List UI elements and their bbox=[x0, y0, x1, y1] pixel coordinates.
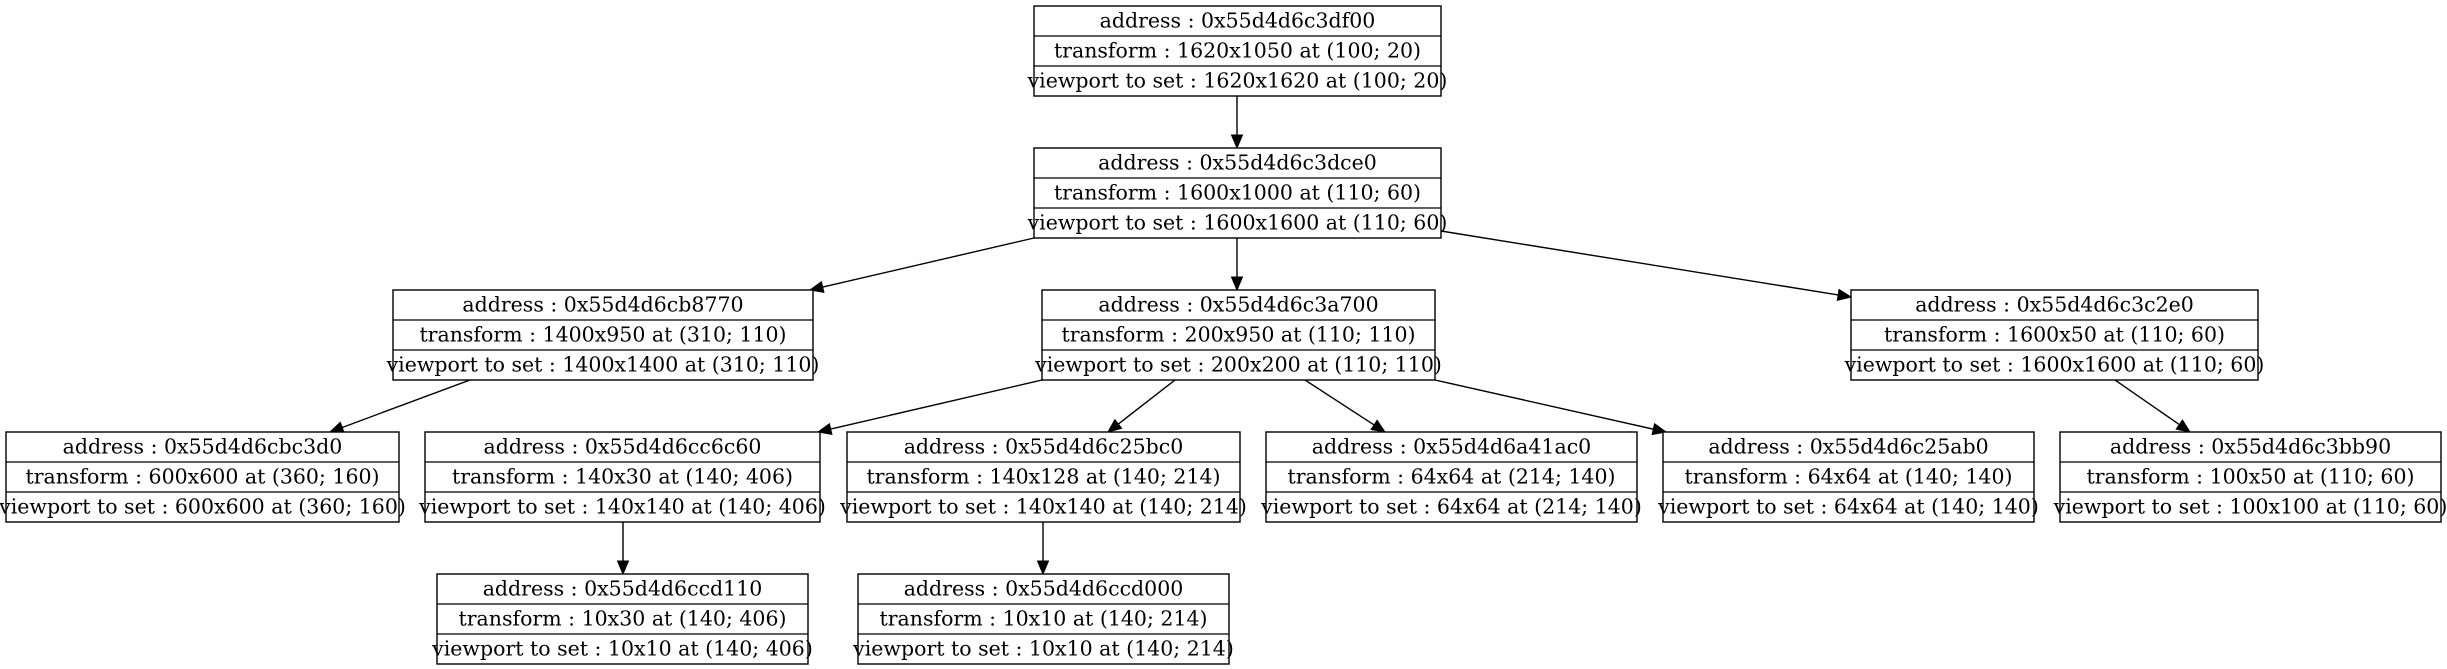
edge-line bbox=[830, 379, 1043, 430]
edges-layer bbox=[328, 96, 2192, 576]
edge-line bbox=[1117, 379, 1176, 425]
edge-line bbox=[2114, 379, 2180, 426]
arrowhead-icon bbox=[328, 421, 345, 434]
node-viewport-label: viewport to set : 1600x1600 at (110; 60) bbox=[1844, 353, 2265, 377]
edge-n3dce0-to-ncb8770 bbox=[808, 237, 1035, 294]
edge-n3a700-to-n25ab0 bbox=[1434, 379, 1668, 436]
node-address-label: address : 0x55d4d6c25ab0 bbox=[1708, 435, 1988, 459]
node-viewport-label: viewport to set : 64x64 at (214; 140) bbox=[1260, 495, 1642, 519]
node-n25bc0: address : 0x55d4d6c25bc0 transform : 140x… bbox=[839, 431, 1247, 523]
edge-line bbox=[1304, 379, 1375, 426]
node-address-label: address : 0x55d4d6c3c2e0 bbox=[1915, 293, 2194, 317]
edge-n3c2e0-to-n3bb90 bbox=[2114, 379, 2192, 433]
node-ncc6c60: address : 0x55d4d6cc6c60 transform : 140x… bbox=[418, 431, 826, 523]
arrowhead-icon bbox=[1230, 276, 1244, 292]
node-transform-label: transform : 1600x1000 at (110; 60) bbox=[1054, 181, 1421, 205]
edge-n3dce0-to-n3a700 bbox=[1230, 238, 1244, 292]
node-address-label: address : 0x55d4d6ccd000 bbox=[904, 577, 1184, 601]
edge-line bbox=[341, 379, 471, 429]
node-n3df00: address : 0x55d4d6c3df00 transform : 1620… bbox=[1027, 5, 1448, 97]
arrowhead-icon bbox=[1836, 288, 1853, 302]
node-viewport-label: viewport to set : 1400x1400 at (310; 110… bbox=[386, 353, 820, 377]
node-n3c2e0: address : 0x55d4d6c3c2e0 transform : 1600… bbox=[1844, 289, 2265, 381]
node-box bbox=[1265, 431, 1638, 523]
node-n3dce0: address : 0x55d4d6c3dce0 transform : 1600… bbox=[1027, 147, 1448, 239]
node-address-label: address : 0x55d4d6cc6c60 bbox=[484, 435, 762, 459]
node-viewport-label: viewport to set : 64x64 at (140; 140) bbox=[1657, 495, 2039, 519]
node-box bbox=[1662, 431, 2035, 523]
node-box bbox=[1041, 289, 1436, 381]
node-address-label: address : 0x55d4d6ccd110 bbox=[483, 577, 763, 601]
node-box bbox=[1033, 5, 1442, 97]
edge-ncc6c60-to-nccd110 bbox=[616, 522, 630, 576]
node-viewport-label: viewport to set : 1600x1600 at (110; 60) bbox=[1027, 211, 1448, 235]
node-address-label: address : 0x55d4d6c3a700 bbox=[1098, 293, 1378, 317]
arrowhead-icon bbox=[1230, 134, 1244, 150]
node-transform-label: transform : 64x64 at (214; 140) bbox=[1288, 465, 1616, 489]
node-viewport-label: viewport to set : 600x600 at (360; 160) bbox=[0, 495, 406, 519]
node-viewport-label: viewport to set : 1620x1620 at (100; 20) bbox=[1027, 69, 1448, 93]
node-box bbox=[1850, 289, 2259, 381]
node-box bbox=[1033, 147, 1442, 239]
node-transform-label: transform : 1400x950 at (310; 110) bbox=[419, 323, 786, 347]
node-transform-label: transform : 600x600 at (360; 160) bbox=[25, 465, 379, 489]
arrowhead-icon bbox=[1106, 418, 1123, 433]
arrowhead-icon bbox=[616, 560, 630, 576]
nodes-layer: address : 0x55d4d6c3df00 transform : 1620… bbox=[0, 5, 2447, 665]
node-address-label: address : 0x55d4d6c3df00 bbox=[1100, 9, 1376, 33]
arrowhead-icon bbox=[1370, 419, 1387, 433]
node-viewport-label: viewport to set : 140x140 at (140; 214) bbox=[839, 495, 1247, 519]
node-address-label: address : 0x55d4d6c3bb90 bbox=[2110, 435, 2391, 459]
node-na41ac0: address : 0x55d4d6a41ac0 transform : 64x6… bbox=[1260, 431, 1642, 523]
node-viewport-label: viewport to set : 100x100 at (110; 60) bbox=[2053, 495, 2447, 519]
node-n25ab0: address : 0x55d4d6c25ab0 transform : 64x6… bbox=[1657, 431, 2039, 523]
node-box bbox=[392, 289, 814, 381]
edge-n3df00-to-n3dce0 bbox=[1230, 96, 1244, 150]
node-box bbox=[436, 573, 809, 665]
node-viewport-label: viewport to set : 200x200 at (110; 110) bbox=[1034, 353, 1442, 377]
node-ncbc3d0: address : 0x55d4d6cbc3d0 transform : 600x… bbox=[0, 431, 406, 523]
node-box bbox=[5, 431, 400, 523]
node-n3a700: address : 0x55d4d6c3a700 transform : 200x… bbox=[1034, 289, 1442, 381]
node-transform-label: transform : 140x30 at (140; 406) bbox=[452, 465, 793, 489]
edge-n3a700-to-n25bc0 bbox=[1106, 379, 1176, 433]
node-transform-label: transform : 10x30 at (140; 406) bbox=[459, 607, 787, 631]
edge-line bbox=[1440, 230, 1839, 296]
node-transform-label: transform : 200x950 at (110; 110) bbox=[1061, 323, 1415, 347]
edge-n25bc0-to-nccd000 bbox=[1036, 522, 1050, 576]
node-transform-label: transform : 1620x1050 at (100; 20) bbox=[1054, 39, 1421, 63]
node-box bbox=[424, 431, 821, 523]
edge-n3a700-to-na41ac0 bbox=[1304, 379, 1387, 433]
node-address-label: address : 0x55d4d6c3dce0 bbox=[1098, 151, 1377, 175]
node-viewport-label: viewport to set : 10x10 at (140; 406) bbox=[431, 637, 813, 661]
arrowhead-icon bbox=[816, 422, 833, 436]
node-viewport-label: viewport to set : 140x140 at (140; 406) bbox=[418, 495, 826, 519]
node-address-label: address : 0x55d4d6cb8770 bbox=[462, 293, 743, 317]
node-transform-label: transform : 100x50 at (110; 60) bbox=[2087, 465, 2415, 489]
node-box bbox=[857, 573, 1230, 665]
node-transform-label: transform : 1600x50 at (110; 60) bbox=[1884, 323, 2225, 347]
edge-n3dce0-to-n3c2e0 bbox=[1440, 230, 1853, 302]
edge-line bbox=[1434, 379, 1654, 430]
node-nccd110: address : 0x55d4d6ccd110 transform : 10x3… bbox=[431, 573, 813, 665]
node-ncb8770: address : 0x55d4d6cb8770 transform : 1400… bbox=[386, 289, 820, 381]
edge-ncb8770-to-ncbc3d0 bbox=[328, 379, 471, 434]
node-box bbox=[846, 431, 1241, 523]
node-transform-label: transform : 64x64 at (140; 140) bbox=[1685, 465, 2013, 489]
arrowhead-icon bbox=[1036, 560, 1050, 576]
edge-n3a700-to-ncc6c60 bbox=[816, 379, 1043, 436]
edge-line bbox=[822, 237, 1035, 288]
arrowhead-icon bbox=[2175, 419, 2192, 433]
node-address-label: address : 0x55d4d6a41ac0 bbox=[1312, 435, 1591, 459]
node-box bbox=[2059, 431, 2442, 523]
node-viewport-label: viewport to set : 10x10 at (140; 214) bbox=[852, 637, 1234, 661]
node-nccd000: address : 0x55d4d6ccd000 transform : 10x1… bbox=[852, 573, 1234, 665]
node-address-label: address : 0x55d4d6cbc3d0 bbox=[63, 435, 343, 459]
node-address-label: address : 0x55d4d6c25bc0 bbox=[904, 435, 1184, 459]
node-transform-label: transform : 140x128 at (140; 214) bbox=[866, 465, 1220, 489]
node-transform-label: transform : 10x10 at (140; 214) bbox=[880, 607, 1208, 631]
node-n3bb90: address : 0x55d4d6c3bb90 transform : 100x… bbox=[2053, 431, 2447, 523]
